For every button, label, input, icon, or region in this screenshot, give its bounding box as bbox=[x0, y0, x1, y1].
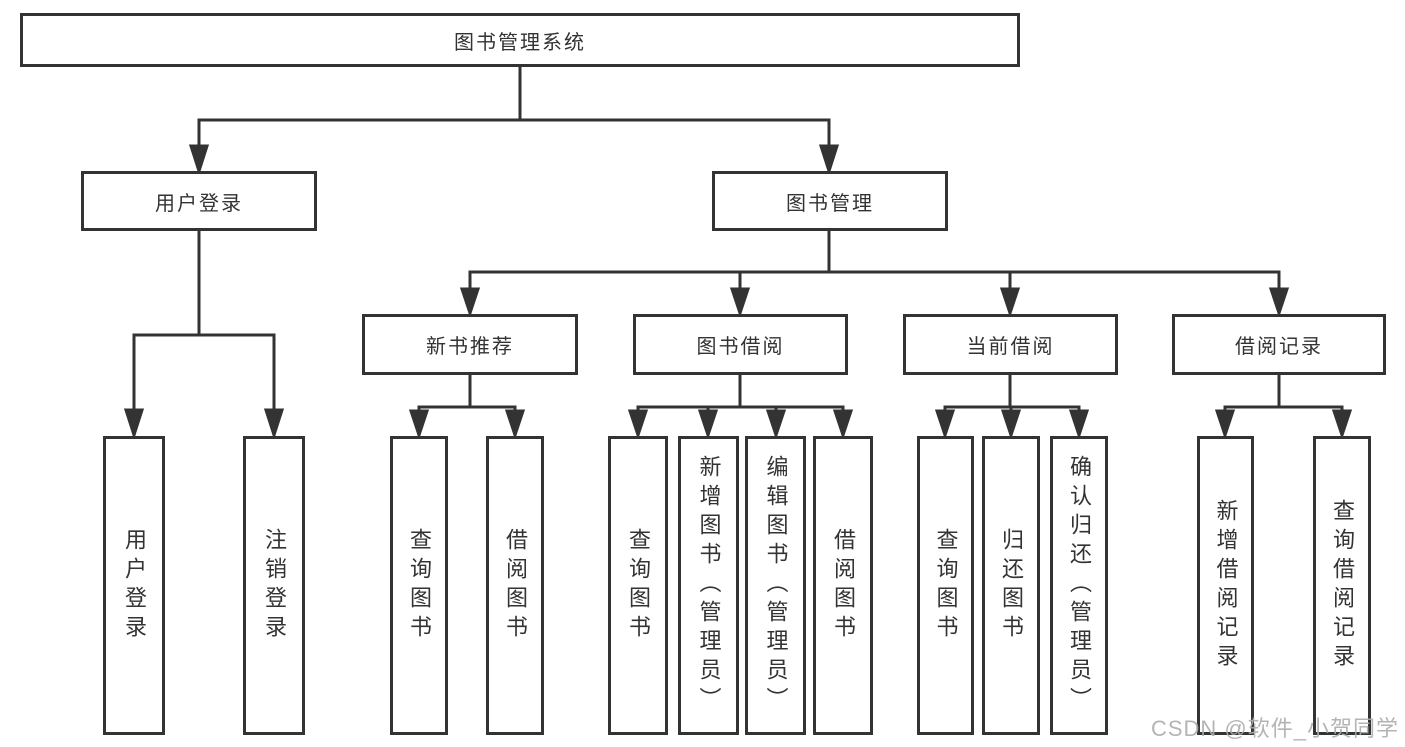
arrow-down-icon bbox=[459, 287, 481, 318]
arrow-down-icon bbox=[408, 409, 430, 440]
node-new-book-recommend: 新书推荐 bbox=[362, 314, 578, 375]
arrow-down-icon bbox=[123, 408, 145, 440]
node-current-borrow: 当前借阅 bbox=[903, 314, 1118, 375]
node-borrow-records: 借阅记录 bbox=[1172, 314, 1386, 375]
node-user-login: 用户登录 bbox=[81, 171, 317, 231]
arrow-down-icon bbox=[818, 144, 840, 176]
arrow-down-icon bbox=[934, 409, 956, 440]
leaf-return-books: 归还图书 bbox=[982, 436, 1040, 735]
arrow-down-icon bbox=[263, 408, 285, 440]
arrow-down-icon bbox=[999, 287, 1021, 318]
arrow-down-icon bbox=[1331, 409, 1353, 440]
arrow-down-icon bbox=[1268, 287, 1290, 318]
leaf-query-books-1: 查询图书 bbox=[390, 436, 448, 735]
arrow-down-icon bbox=[1068, 409, 1090, 440]
arrow-down-icon bbox=[697, 409, 719, 440]
node-root-title: 图书管理系统 bbox=[20, 13, 1020, 67]
arrow-down-icon bbox=[504, 409, 526, 440]
leaf-borrow-books-2: 借阅图书 bbox=[813, 436, 873, 735]
leaf-query-books-3: 查询图书 bbox=[917, 436, 974, 735]
leaf-user-login: 用户登录 bbox=[103, 436, 165, 735]
arrow-down-icon bbox=[1000, 409, 1022, 440]
arrow-down-icon bbox=[188, 144, 210, 176]
leaf-query-borrow-record: 查询借阅记录 bbox=[1313, 436, 1371, 735]
leaf-add-borrow-record: 新增借阅记录 bbox=[1197, 436, 1254, 735]
leaf-confirm-return-admin: 确认归还（管理员） bbox=[1050, 436, 1108, 735]
leaf-logout: 注销登录 bbox=[243, 436, 305, 735]
arrow-down-icon bbox=[627, 409, 649, 440]
arrow-down-icon bbox=[729, 287, 751, 318]
leaf-add-books-admin: 新增图书（管理员） bbox=[678, 436, 739, 735]
node-book-management: 图书管理 bbox=[712, 171, 948, 231]
arrow-down-icon bbox=[1214, 409, 1236, 440]
arrow-down-icon bbox=[832, 409, 854, 440]
leaf-query-books-2: 查询图书 bbox=[608, 436, 668, 735]
leaf-edit-books-admin: 编辑图书（管理员） bbox=[745, 436, 806, 735]
leaf-borrow-books-1: 借阅图书 bbox=[486, 436, 544, 735]
node-book-borrow: 图书借阅 bbox=[633, 314, 848, 375]
arrow-down-icon bbox=[765, 409, 787, 440]
csdn-watermark: CSDN @软件_小贺同学 bbox=[1150, 716, 1399, 741]
